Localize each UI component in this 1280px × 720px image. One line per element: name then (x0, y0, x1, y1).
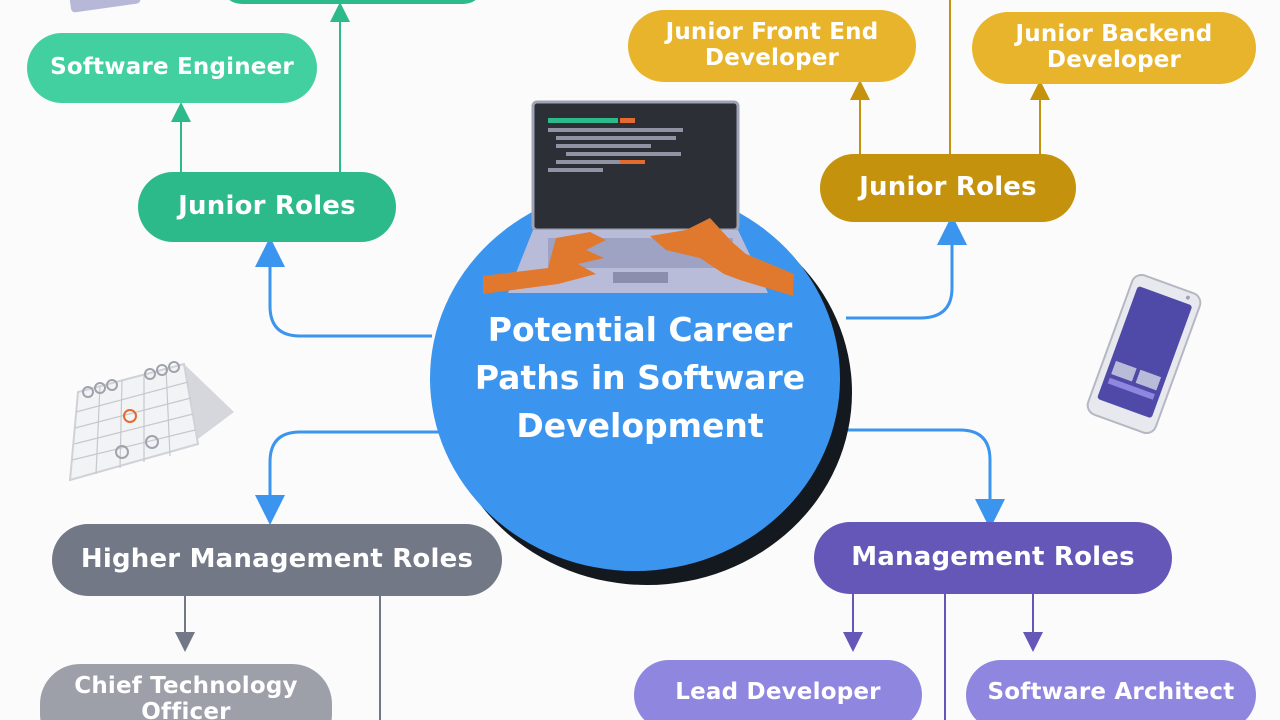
connector-center-to-junior-right (846, 215, 967, 320)
offscreen-green-node (220, 0, 485, 4)
connector-center-to-junior-left (255, 237, 432, 338)
higher-management-node: Higher Management Roles (52, 524, 502, 596)
connector-center-to-higher-mgmt (255, 430, 444, 525)
connector-center-to-mgmt (846, 428, 1005, 529)
management-roles-node: Management Roles (814, 522, 1172, 594)
software-architect-node: Software Architect (966, 660, 1256, 720)
lead-developer-node: Lead Developer (634, 660, 922, 720)
center-title: Potential Career Paths in Software Devel… (474, 310, 806, 445)
laptop-icon (483, 100, 794, 296)
cto-node: Chief Technology Officer (40, 664, 332, 720)
junior-roles-left-node: Junior Roles (138, 172, 396, 242)
smartphone-icon (1086, 274, 1202, 434)
junior-roles-right-node: Junior Roles (820, 154, 1076, 222)
junior-front-end-node: Junior Front End Developer (628, 10, 916, 82)
calendar-icon (68, 361, 234, 482)
junior-backend-node: Junior Backend Developer (972, 12, 1256, 84)
software-engineer-node: Software Engineer (27, 33, 317, 103)
